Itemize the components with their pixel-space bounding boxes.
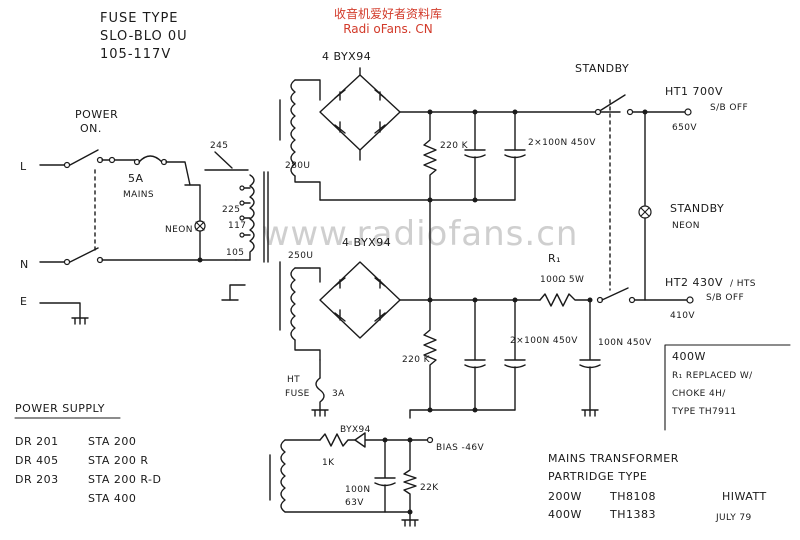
bias-resistor-label: 1K bbox=[322, 458, 335, 468]
note-line3: CHOKE 4H/ bbox=[672, 389, 726, 399]
bias-section: BYX94 1K 100N 63V 22K BIAS -46V bbox=[269, 425, 484, 527]
ps-row2-model: DR 405 bbox=[15, 454, 59, 467]
r1-value: 100Ω 5W bbox=[540, 275, 584, 285]
bias-cap-label: 100N bbox=[345, 485, 371, 495]
ht1-terminal bbox=[684, 108, 692, 116]
transformer-row2-type: TH1383 bbox=[609, 508, 656, 521]
ps-row1-sta: STA 200 bbox=[88, 435, 136, 448]
ps-row3-model: DR 203 bbox=[15, 473, 59, 486]
lower-bridge-section: 4 BYX94 250U HT FUSE 3A 220 K 2×100N 450… bbox=[279, 236, 578, 419]
signature-name: HIWATT bbox=[722, 490, 767, 503]
watermark-chinese: 收音机爱好者资料库 bbox=[334, 6, 442, 21]
r1-cap-label: 100N 450V bbox=[598, 338, 652, 348]
choke-note: 400W R₁ REPLACED W/ CHOKE 4H/ TYPE TH791… bbox=[664, 344, 791, 431]
ps-row4-sta: STA 400 bbox=[88, 492, 136, 505]
standby-neon-sub: NEON bbox=[672, 221, 700, 231]
mains-input: POWER ON. L N E 5A MAINS NEON bbox=[20, 108, 269, 325]
lower-rect-label: 4 BYX94 bbox=[342, 236, 391, 249]
tap-105-label: 105 bbox=[226, 248, 244, 258]
fuse-type-title: FUSE TYPE bbox=[100, 11, 179, 26]
ht2-voltage: 410V bbox=[670, 311, 695, 321]
upper-resistor-label: 220 K bbox=[440, 141, 469, 151]
r1-label: R₁ bbox=[548, 252, 561, 265]
transformer-title2: PARTRIDGE TYPE bbox=[548, 470, 647, 483]
bias-terminal bbox=[426, 436, 434, 444]
bias-cap-voltage: 63V bbox=[345, 498, 364, 508]
ht1-voltage: 650V bbox=[672, 123, 697, 133]
r1-section: R₁ 100Ω 5W HT2 430V / HTS S/B OFF 410V 1… bbox=[539, 252, 756, 417]
earth-E-label: E bbox=[20, 295, 27, 308]
mains-fuse-rating: 5A bbox=[128, 172, 144, 185]
upper-rect-label: 4 BYX94 bbox=[322, 50, 371, 63]
transformer-row2-power: 400W bbox=[548, 508, 582, 521]
transformer-title1: MAINS TRANSFORMER bbox=[548, 452, 679, 465]
transformer-row1-power: 200W bbox=[548, 490, 582, 503]
fuse-type-note: FUSE TYPE SLO-BLO 0U 105-117V bbox=[100, 11, 188, 62]
signature-date: JULY 79 bbox=[715, 513, 752, 523]
neon-label: NEON bbox=[165, 225, 193, 235]
bias-pot-label: 22K bbox=[420, 483, 439, 493]
signature: HIWATT JULY 79 bbox=[715, 490, 767, 523]
standby-section: STANDBY HT1 700V S/B OFF 650V STANDBY NE… bbox=[575, 62, 748, 301]
ht-fuse-label2: FUSE bbox=[285, 389, 310, 399]
lower-resistor-label: 220 K bbox=[402, 355, 431, 365]
upper-winding-label: 280U bbox=[285, 161, 310, 171]
mains-fuse-sub: MAINS bbox=[123, 190, 154, 200]
line-N-label: N bbox=[20, 258, 29, 271]
tap-245-label: 245 bbox=[210, 141, 228, 151]
transformer-row1-type: TH8108 bbox=[609, 490, 656, 503]
power-on-label: ON. bbox=[80, 122, 102, 135]
ht-fuse-label: HT bbox=[287, 375, 300, 385]
upper-caps-label: 2×100N 450V bbox=[528, 138, 596, 148]
ht2-label: HT2 430V bbox=[665, 276, 723, 289]
note-line2: R₁ REPLACED W/ bbox=[672, 371, 753, 381]
standby-label: STANDBY bbox=[575, 62, 629, 75]
ht2-standby-note: S/B OFF bbox=[706, 293, 744, 303]
watermark-site: Radi oFans. CN bbox=[343, 22, 433, 36]
standby-neon-label: STANDBY bbox=[670, 202, 724, 215]
upper-bridge-section: 4 BYX94 280U 220 K 2×100N 450V bbox=[279, 50, 621, 301]
power-supply-title: POWER SUPPLY bbox=[15, 402, 105, 415]
hts-label: / HTS bbox=[730, 279, 756, 289]
ht1-standby-note: S/B OFF bbox=[710, 103, 748, 113]
ps-row3-sta: STA 200 R-D bbox=[88, 473, 162, 486]
bias-rect-label: BYX94 bbox=[340, 425, 371, 435]
tap-225-label: 225 bbox=[222, 205, 240, 215]
bias-output-label: BIAS -46V bbox=[436, 443, 484, 453]
transformer-table: MAINS TRANSFORMER PARTRIDGE TYPE 200W TH… bbox=[548, 452, 679, 521]
note-line4: TYPE TH7911 bbox=[671, 407, 737, 417]
ps-row1-model: DR 201 bbox=[15, 435, 59, 448]
tap-117-label: 117 bbox=[228, 221, 246, 231]
line-L-label: L bbox=[20, 160, 27, 173]
ht2-terminal bbox=[686, 296, 694, 304]
fuse-type-line1: SLO-BLO 0U bbox=[100, 29, 188, 44]
lower-caps-label: 2×100N 450V bbox=[510, 336, 578, 346]
lower-winding-label: 250U bbox=[288, 251, 313, 261]
ps-row2-sta: STA 200 R bbox=[88, 454, 149, 467]
watermark-center: www.radiofans.cn bbox=[262, 214, 579, 254]
power-supply-table: POWER SUPPLY DR 201 STA 200 DR 405 STA 2… bbox=[14, 402, 162, 505]
fuse-type-line2: 105-117V bbox=[100, 47, 171, 62]
ht1-label: HT1 700V bbox=[665, 85, 723, 98]
note-line1: 400W bbox=[672, 350, 706, 363]
power-label: POWER bbox=[75, 108, 118, 121]
ht-fuse-rating: 3A bbox=[332, 389, 345, 399]
